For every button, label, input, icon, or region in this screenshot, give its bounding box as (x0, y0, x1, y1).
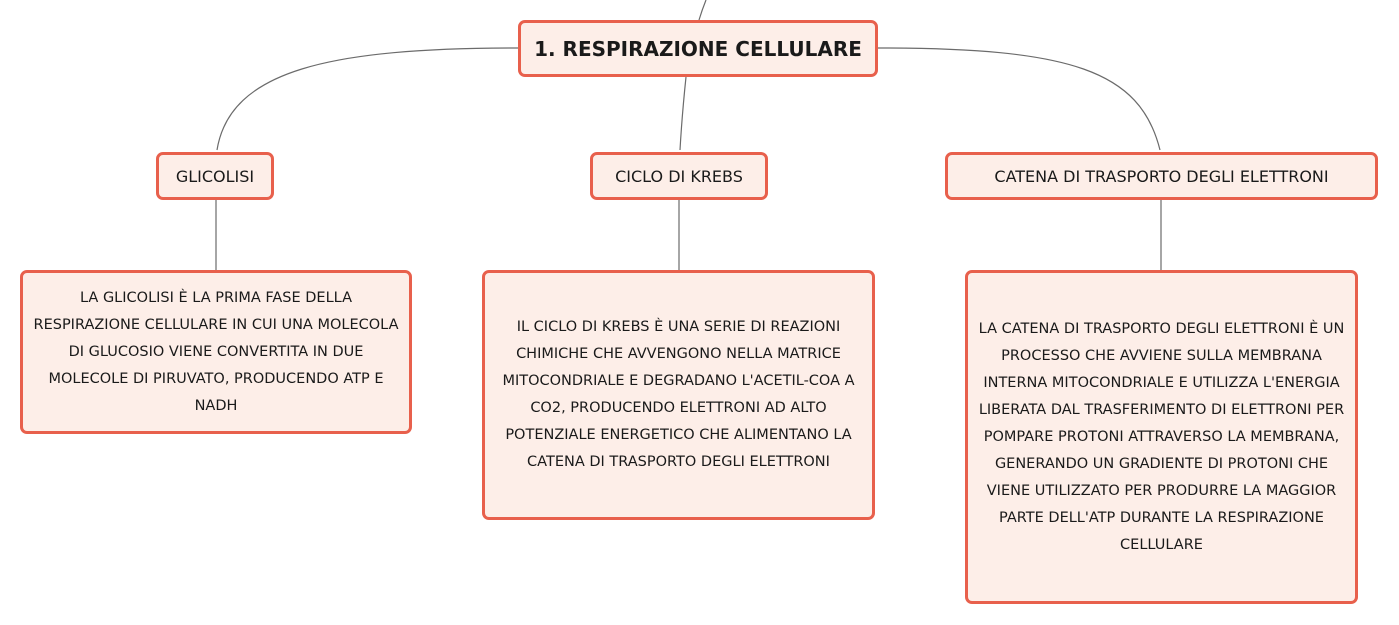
topic-label: CICLO DI KREBS (615, 166, 743, 186)
root-label: 1. RESPIRAZIONE CELLULARE (534, 36, 862, 61)
topic-node-glicolisi[interactable]: GLICOLISI (156, 152, 274, 200)
connector-root-to-krebs (679, 76, 687, 151)
description-node-catena-trasporto[interactable]: LA CATENA DI TRASPORTO DEGLI ELETTRONI È… (965, 270, 1358, 604)
connector-parent-to-root (698, 0, 707, 21)
description-text: LA CATENA DI TRASPORTO DEGLI ELETTRONI È… (978, 320, 1345, 553)
description-text: LA GLICOLISI È LA PRIMA FASE DELLA RESPI… (33, 289, 399, 414)
topic-label: CATENA DI TRASPORTO DEGLI ELETTRONI (994, 166, 1329, 186)
topic-node-ciclo-di-krebs[interactable]: CICLO DI KREBS (590, 152, 768, 200)
description-text: IL CICLO DI KREBS È UNA SERIE DI REAZION… (502, 319, 855, 470)
topic-label: GLICOLISI (175, 166, 255, 186)
description-node-glicolisi[interactable]: LA GLICOLISI È LA PRIMA FASE DELLA RESPI… (20, 270, 412, 434)
root-node[interactable]: 1. RESPIRAZIONE CELLULARE (518, 20, 878, 77)
connector-root-to-glicolisi (216, 47, 519, 151)
topic-node-catena-trasporto[interactable]: CATENA DI TRASPORTO DEGLI ELETTRONI (945, 152, 1378, 200)
connector-root-to-catena (877, 47, 1161, 151)
description-node-ciclo-di-krebs[interactable]: IL CICLO DI KREBS È UNA SERIE DI REAZION… (482, 270, 875, 520)
